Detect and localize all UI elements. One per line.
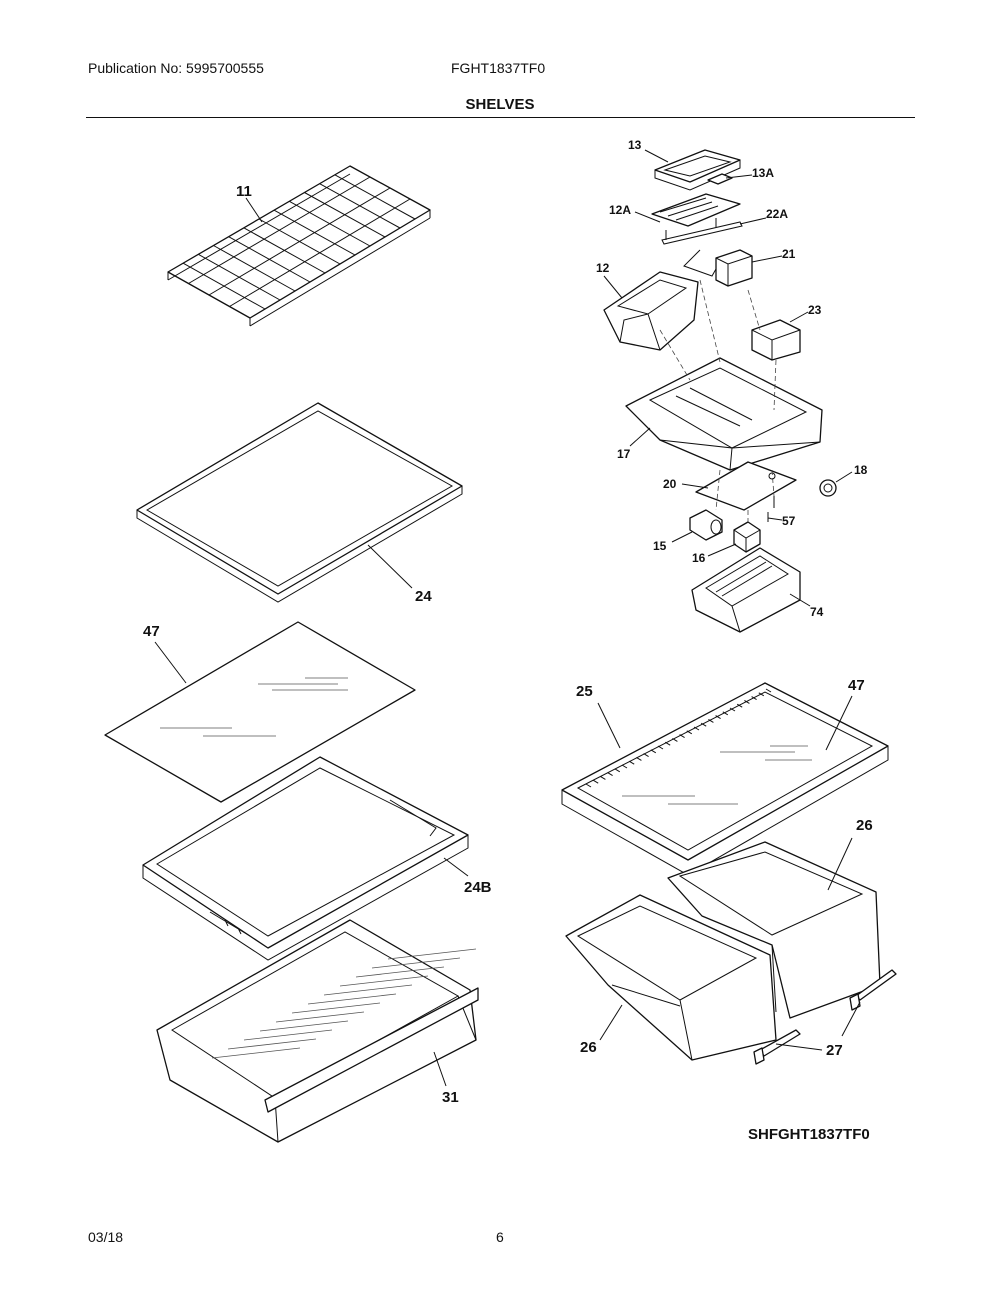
part-13-filter-frame xyxy=(654,149,741,191)
model-number: FGHT1837TF0 xyxy=(451,60,546,76)
callout-24b: 24B xyxy=(464,879,492,896)
callout-15: 15 xyxy=(653,539,667,553)
callout-20: 20 xyxy=(663,477,677,491)
callout-11: 11 xyxy=(236,183,252,200)
part-18-knob xyxy=(819,479,837,497)
callout-47-left: 47 xyxy=(143,623,160,640)
callout-13a: 13A xyxy=(752,166,774,180)
callout-12: 12 xyxy=(596,261,610,275)
part-47-glass-panel xyxy=(104,621,416,803)
part-26-drawer-rear xyxy=(667,841,881,1019)
part-27-drawer-slide xyxy=(753,969,897,1065)
callout-21: 21 xyxy=(782,247,796,261)
callout-26-top: 26 xyxy=(856,817,873,834)
diagram-reference: SHFGHT1837TF0 xyxy=(748,1126,870,1143)
part-24-glass-shelf xyxy=(136,402,463,603)
callout-12a: 12A xyxy=(609,203,631,217)
part-13a-filter xyxy=(707,173,733,185)
callout-24: 24 xyxy=(415,588,432,605)
publication-number: Publication No: 5995700555 xyxy=(88,60,264,76)
callout-27: 27 xyxy=(826,1042,843,1059)
part-12a-cover xyxy=(651,193,741,240)
callout-74: 74 xyxy=(810,605,824,619)
callout-23: 23 xyxy=(808,303,822,317)
callout-31: 31 xyxy=(442,1089,459,1106)
part-12-ice-chute xyxy=(603,271,699,351)
part-20-gasket xyxy=(695,461,797,511)
part-57-screws xyxy=(767,496,775,522)
callout-47-right: 47 xyxy=(848,677,865,694)
part-74-ice-tray xyxy=(691,547,801,633)
part-25-crisper-cover xyxy=(561,682,889,876)
callout-16: 16 xyxy=(692,551,706,565)
callout-17: 17 xyxy=(617,447,631,461)
part-15-solenoid xyxy=(689,509,723,541)
callout-22a: 22A xyxy=(766,207,788,221)
part-11-wire-shelf xyxy=(167,165,431,327)
header-rule xyxy=(86,117,915,118)
callout-13: 13 xyxy=(628,138,642,152)
part-17-housing xyxy=(625,357,823,471)
part-31-drawer xyxy=(156,919,479,1143)
part-24b-shelf-frame xyxy=(142,756,469,961)
part-26-drawer-front xyxy=(565,894,777,1061)
part-23-actuator xyxy=(751,319,801,361)
section-title: SHELVES xyxy=(465,96,535,113)
page-number: 6 xyxy=(496,1229,504,1245)
part-16-switch xyxy=(733,521,761,553)
publication-date: 03/18 xyxy=(88,1229,124,1245)
callout-18: 18 xyxy=(854,463,868,477)
callout-25: 25 xyxy=(576,683,593,700)
callout-26-bottom: 26 xyxy=(580,1039,597,1056)
callout-57: 57 xyxy=(782,514,796,528)
part-21-motor xyxy=(715,249,753,287)
